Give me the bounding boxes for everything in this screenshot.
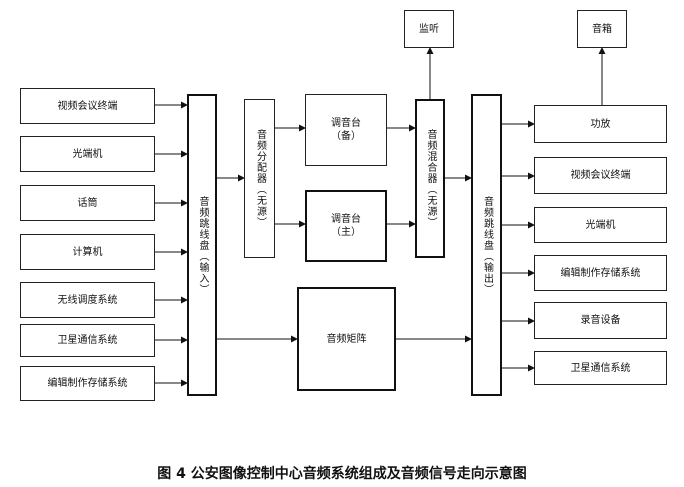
input-label: 编辑制作存储系统 — [47, 378, 128, 389]
monitor-label: 监听 — [419, 23, 439, 35]
monitor-box: 监听 — [404, 10, 454, 48]
output-satellite: 卫星通信系统 — [534, 351, 667, 385]
audio-splitter-label: 音频分配器（无源） — [254, 129, 266, 228]
output-label: 光端机 — [585, 219, 616, 231]
input-label: 计算机 — [72, 246, 103, 258]
input-editing-storage: 编辑制作存储系统 — [20, 366, 155, 401]
mixing-console-backup: 调音台 （备） — [305, 94, 387, 166]
output-label: 视频会议终端 — [570, 170, 631, 181]
output-optical-terminal: 光端机 — [534, 207, 667, 243]
audio-mixer-label: 音频混合器（无源） — [425, 129, 436, 228]
input-computer: 计算机 — [20, 234, 155, 270]
input-label: 无线调度系统 — [57, 294, 118, 306]
input-optical-terminal: 光端机 — [20, 136, 155, 172]
input-label: 视频会议终端 — [57, 100, 118, 112]
console-main-title: 调音台 — [331, 214, 361, 225]
console-backup-title: 调音台 — [331, 118, 361, 129]
output-label: 功放 — [590, 118, 611, 130]
audio-splitter: 音频分配器（无源） — [244, 99, 275, 258]
speaker-label: 音箱 — [592, 23, 612, 35]
input-video-conference: 视频会议终端 — [20, 88, 155, 124]
speaker-box: 音箱 — [577, 10, 627, 48]
patch-panel-input-label: 音频跳线盘（输入） — [197, 195, 208, 295]
output-video-conference: 视频会议终端 — [534, 157, 667, 194]
input-label: 卫星通信系统 — [57, 335, 118, 346]
audio-mixer: 音频混合器（无源） — [415, 99, 445, 258]
audio-matrix-label: 音频矩阵 — [326, 333, 367, 345]
output-editing-storage: 编辑制作存储系统 — [534, 255, 667, 291]
input-label: 话筒 — [77, 197, 98, 209]
patch-panel-output-label: 音频跳线盘（输出） — [481, 195, 493, 295]
output-label: 录音设备 — [580, 315, 621, 326]
console-backup-tag: （备） — [331, 131, 361, 142]
console-main-tag: （主） — [331, 227, 361, 238]
output-recording-device: 录音设备 — [534, 302, 667, 339]
output-label: 卫星通信系统 — [570, 362, 631, 374]
audio-matrix: 音频矩阵 — [297, 287, 396, 391]
output-label: 编辑制作存储系统 — [560, 267, 641, 279]
input-label: 光端机 — [72, 148, 103, 160]
mixing-console-main: 调音台 （主） — [305, 190, 387, 262]
output-amplifier: 功放 — [534, 105, 667, 143]
input-microphone: 话筒 — [20, 185, 155, 221]
input-wireless-dispatch: 无线调度系统 — [20, 282, 155, 318]
patch-panel-output: 音频跳线盘（输出） — [471, 94, 502, 396]
figure-caption: 图 4 公安图像控制中心音频系统组成及音频信号走向示意图 — [157, 466, 527, 482]
input-satellite: 卫星通信系统 — [20, 324, 155, 357]
patch-panel-input: 音频跳线盘（输入） — [187, 94, 217, 396]
